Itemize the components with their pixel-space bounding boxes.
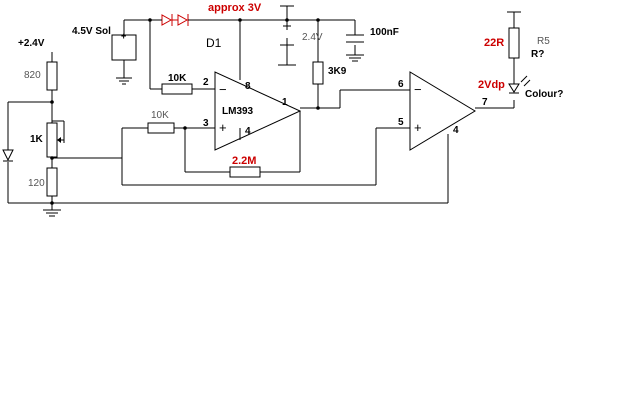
opamp1-wires: [121, 89, 410, 186]
label-d1: D1: [206, 36, 222, 50]
pin-2: 2: [203, 77, 209, 88]
left-diode: [2, 149, 14, 162]
resistor-120: [46, 167, 58, 197]
label-led-vdrop: 2Vdp: [478, 79, 505, 91]
potentiometer-1k: [46, 122, 58, 158]
label-r-3k9: 3K9: [328, 66, 347, 77]
label-supply-left: +2.4V: [18, 38, 45, 49]
pin-4-opamp2: 4: [453, 125, 459, 136]
top-rail: [123, 5, 356, 108]
opamp1-plus: +: [219, 120, 227, 135]
label-r-2-2m: 2.2M: [232, 155, 257, 167]
resistor-820: [46, 61, 58, 91]
pin-5: 5: [398, 117, 404, 128]
pin-1: 1: [282, 97, 288, 108]
label-r-22r: 22R: [484, 37, 505, 49]
label-solenoid-plus: +: [121, 31, 127, 41]
resistor-10k-low: [147, 122, 175, 134]
label-r-unknown: R?: [531, 49, 545, 60]
label-led-colour: Colour?: [525, 89, 564, 100]
opamp2-minus: −: [414, 82, 422, 97]
junction-dots: [50, 18, 320, 205]
ground-solenoid: [116, 77, 132, 85]
label-solenoid: 4.5V Sol: [72, 26, 111, 37]
resistor-r5: [508, 27, 520, 59]
label-r-1k: 1K: [30, 134, 43, 145]
pin-3: 3: [203, 118, 209, 129]
solenoid-body: [111, 34, 137, 61]
led: [508, 75, 531, 94]
label-r-820: 820: [24, 70, 41, 81]
pin-4-opamp1: 4: [245, 126, 251, 137]
label-opamp-lm393: LM393: [222, 106, 254, 117]
diode-pair-d1: [160, 14, 196, 26]
resistor-10k-top: [161, 83, 193, 95]
pin-8: 8: [245, 81, 251, 92]
label-r5: R5: [537, 36, 550, 47]
pin-6: 6: [398, 79, 404, 90]
opamp2-wires: [475, 11, 521, 109]
pin-7: 7: [482, 97, 488, 108]
capacitor-100nf: [346, 34, 364, 62]
label-r-10k-low: 10K: [151, 110, 169, 121]
label-2-4v: 2.4V: [302, 32, 323, 43]
opamp-2: [409, 71, 476, 151]
label-approx-3v: approx 3V: [208, 2, 262, 14]
opamp2-plus: +: [414, 120, 422, 135]
resistor-3k9: [312, 61, 324, 85]
opamp1-minus: −: [219, 82, 227, 97]
label-r-10k-top: 10K: [168, 73, 187, 84]
opamp-lm393: [214, 71, 302, 151]
pot-wiper-arrow: [57, 137, 61, 143]
resistor-2-2m: [229, 166, 261, 178]
ground-left: [43, 209, 61, 217]
label-cap-100nf: 100nF: [370, 27, 399, 38]
label-r-120: 120: [28, 178, 45, 189]
